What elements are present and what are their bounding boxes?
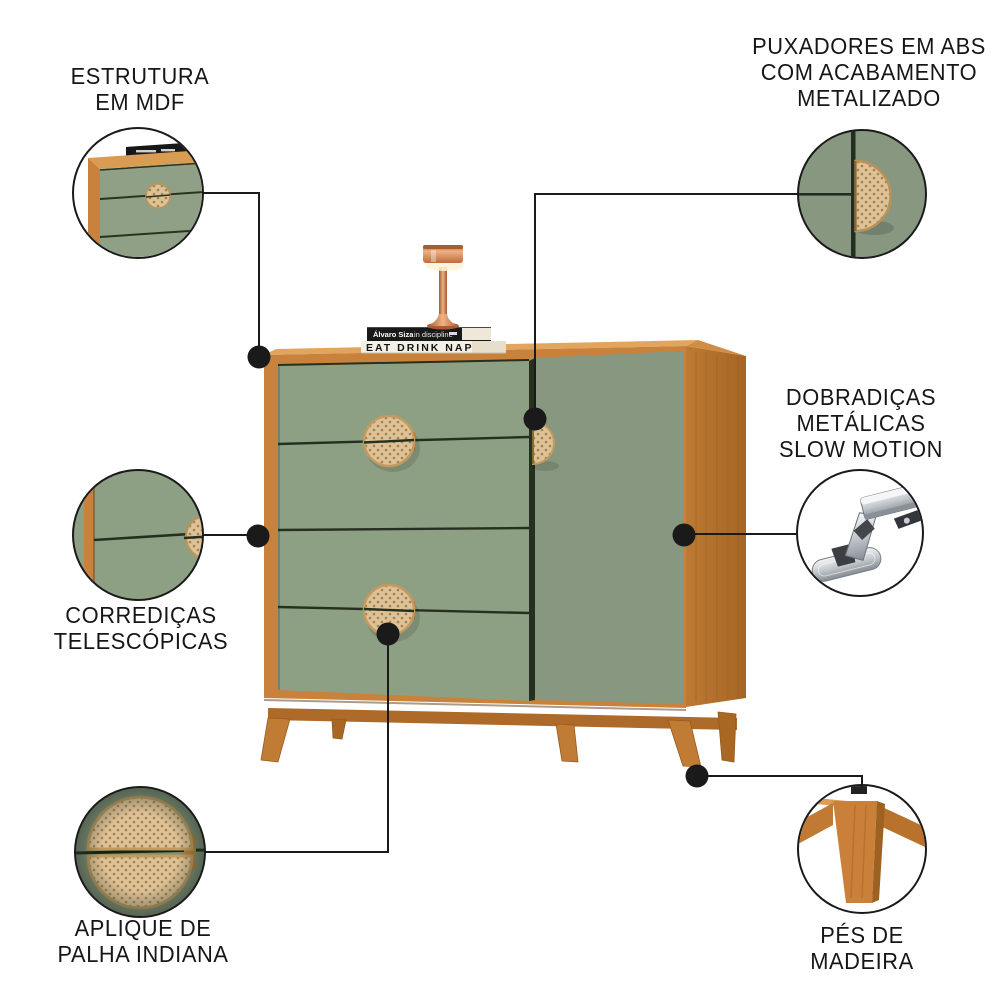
label-line: EM MDF: [95, 89, 185, 115]
book-top-author: Álvaro Siza: [373, 330, 414, 339]
dot-dobradicas[interactable]: [672, 523, 696, 547]
abs-handle-detail-icon: [799, 131, 894, 257]
label-corredicas-telescopicas: CORREDIÇAS TELESCÓPICAS: [54, 602, 228, 654]
drawer-handle-top[interactable]: [362, 414, 420, 472]
side-panel-grain: [695, 352, 739, 702]
callout-dots: [246, 345, 709, 788]
label-line: SLOW MOTION: [778, 436, 944, 462]
label-estrutura-em-mdf: ESTRUTURA EM MDF: [71, 63, 210, 115]
metal-hinge-detail-icon: [811, 484, 922, 582]
lamp-head: [423, 245, 463, 263]
label-line: MADEIRA: [810, 948, 914, 974]
book-top: [367, 327, 491, 341]
label-puxadores-abs: PUXADORES EM ABS COM ACABAMENTO METALIZA…: [752, 33, 986, 111]
book-bottom-title: EAT DRINK NAP: [366, 342, 473, 354]
inset-circle: [72, 469, 204, 601]
leg-rear-left: [331, 718, 347, 740]
dot-aplique[interactable]: [376, 622, 400, 646]
mdf-corner-detail-icon: [88, 142, 202, 257]
inset-aplique: [74, 786, 206, 918]
decor-books: EAT DRINK NAP Álvaro Siza in discipline: [361, 327, 506, 354]
legs: [260, 711, 737, 768]
book-top-title: in discipline: [414, 330, 453, 339]
label-line: CORREDIÇAS: [65, 602, 217, 628]
book-bottom-pages: [472, 341, 506, 353]
lamp-stem: [439, 266, 447, 314]
inset-estrutura: [72, 127, 204, 259]
label-line: PALHA INDIANA: [57, 941, 229, 967]
dot-estrutura[interactable]: [247, 345, 271, 369]
leg-side-right: [717, 711, 737, 763]
inset-circle-rim: [74, 786, 206, 918]
connector-estrutura: [202, 192, 260, 357]
inset-dobradicas: [796, 469, 924, 597]
side-panel: [686, 346, 746, 707]
label-line: METALIZADO: [797, 85, 941, 111]
top-corner: [686, 340, 746, 356]
label-pes-de-madeira: PÉS DE MADEIRA: [810, 922, 914, 974]
door-panel[interactable]: [535, 351, 683, 704]
sideboard-illustration: [260, 340, 746, 768]
label-line: COM ACABAMENTO: [760, 59, 978, 85]
decor-copper-lamp: [423, 245, 464, 330]
book-top-pages: [462, 328, 491, 340]
label-line: TELESCÓPICAS: [53, 628, 229, 654]
lamp-highlight: [431, 250, 436, 262]
label-line: METÁLICAS: [796, 410, 926, 436]
connector-aplique: [204, 634, 389, 853]
lamp-head-rim: [423, 245, 463, 249]
label-line: ESTRUTURA: [70, 63, 210, 89]
book-bottom: [361, 341, 506, 353]
wood-foot-detail-icon: [799, 786, 925, 903]
drawer-top-seam: [277, 359, 530, 366]
inset-pes: [797, 784, 927, 914]
connector-puxadores: [534, 193, 799, 419]
label-line: APLIQUE DE: [74, 915, 212, 941]
lamp-base-flare: [427, 312, 459, 326]
indian-straw-applique-detail-icon: [76, 788, 204, 916]
door-handle[interactable]: [531, 420, 559, 471]
handle-gap: [363, 438, 415, 444]
lamp-diffuser: [427, 262, 463, 267]
dot-pes[interactable]: [685, 764, 709, 788]
dot-corredicas[interactable]: [246, 524, 270, 548]
inset-corredicas: [72, 469, 204, 601]
inset-puxadores: [797, 129, 927, 259]
label-dobradicas-metalicas: DOBRADIÇAS METÁLICAS SLOW MOTION: [779, 384, 943, 462]
base-shadow-line: [263, 699, 687, 711]
book-logo: [449, 332, 457, 335]
dot-puxadores[interactable]: [523, 407, 547, 431]
label-line: PÉS DE: [820, 922, 904, 948]
leg-front-middle: [555, 723, 579, 763]
handle-gap: [363, 607, 415, 613]
connector-pes: [697, 775, 863, 786]
label-line: DOBRADIÇAS: [785, 384, 937, 410]
label-aplique-palha: APLIQUE DE PALHA INDIANA: [58, 915, 229, 967]
callout-connectors: [202, 192, 863, 853]
telescopic-slide-detail-icon: [84, 471, 202, 599]
leg-front-left: [260, 717, 291, 763]
drawer-stack-panel[interactable]: [278, 361, 529, 701]
label-line: PUXADORES EM ABS: [752, 33, 986, 59]
base-apron: [268, 708, 737, 730]
